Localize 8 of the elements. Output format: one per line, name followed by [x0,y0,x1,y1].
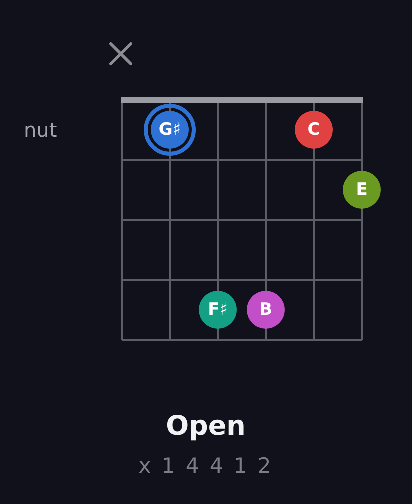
note-dot: F♯ [199,291,237,329]
note-dot: E [343,171,381,209]
fingering-text: x 1 4 4 1 2 [138,454,274,478]
note-dot: C [295,111,333,149]
nut-label: nut [24,118,58,142]
chord-name: Open [165,411,247,442]
note-dot: B [247,291,285,329]
root-note-ring: G♯ [144,104,196,156]
